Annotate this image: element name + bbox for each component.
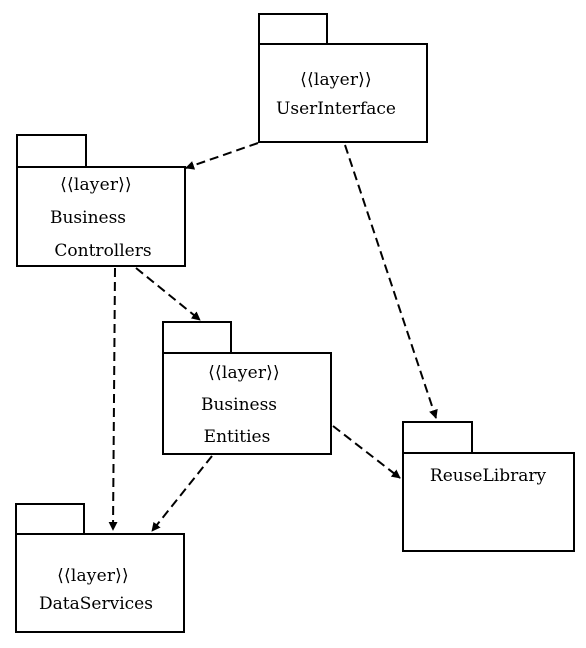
- arrow-ui-to-business-controllers: [185, 142, 259, 170]
- package-stereotype: ⟨⟨layer⟩⟩: [57, 566, 129, 586]
- package-name: DataServices: [39, 594, 153, 614]
- package-body: [258, 43, 428, 143]
- package-tab: [162, 321, 232, 354]
- package-body: [402, 452, 575, 552]
- package-name-line-1: Business: [49, 208, 127, 228]
- package-tab: [16, 134, 87, 168]
- package-name: ReuseLibrary: [429, 466, 547, 486]
- package-tab: [402, 421, 473, 454]
- package-stereotype: ⟨⟨layer⟩⟩: [300, 70, 372, 90]
- arrow-ui-to-reuse-library: [344, 144, 438, 419]
- arrow-business-entities-to-reuse-library: [332, 425, 401, 479]
- package-stereotype: ⟨⟨layer⟩⟩: [208, 363, 280, 383]
- package-body: [162, 352, 332, 455]
- package-name-line-2: Controllers: [54, 241, 152, 261]
- package-name-line-1: Business: [200, 395, 278, 415]
- arrow-business-controllers-to-business-entities: [135, 267, 201, 321]
- package-body: [16, 166, 186, 267]
- package-stereotype: ⟨⟨layer⟩⟩: [60, 175, 132, 195]
- package-name-line-2: Entities: [203, 427, 271, 447]
- package-tab: [15, 503, 85, 535]
- arrow-business-controllers-to-data-services: [108, 267, 118, 531]
- package-name: UserInterface: [276, 99, 396, 119]
- package-body: [15, 533, 185, 633]
- arrow-business-entities-to-data-services: [151, 455, 213, 532]
- package-tab: [258, 13, 328, 45]
